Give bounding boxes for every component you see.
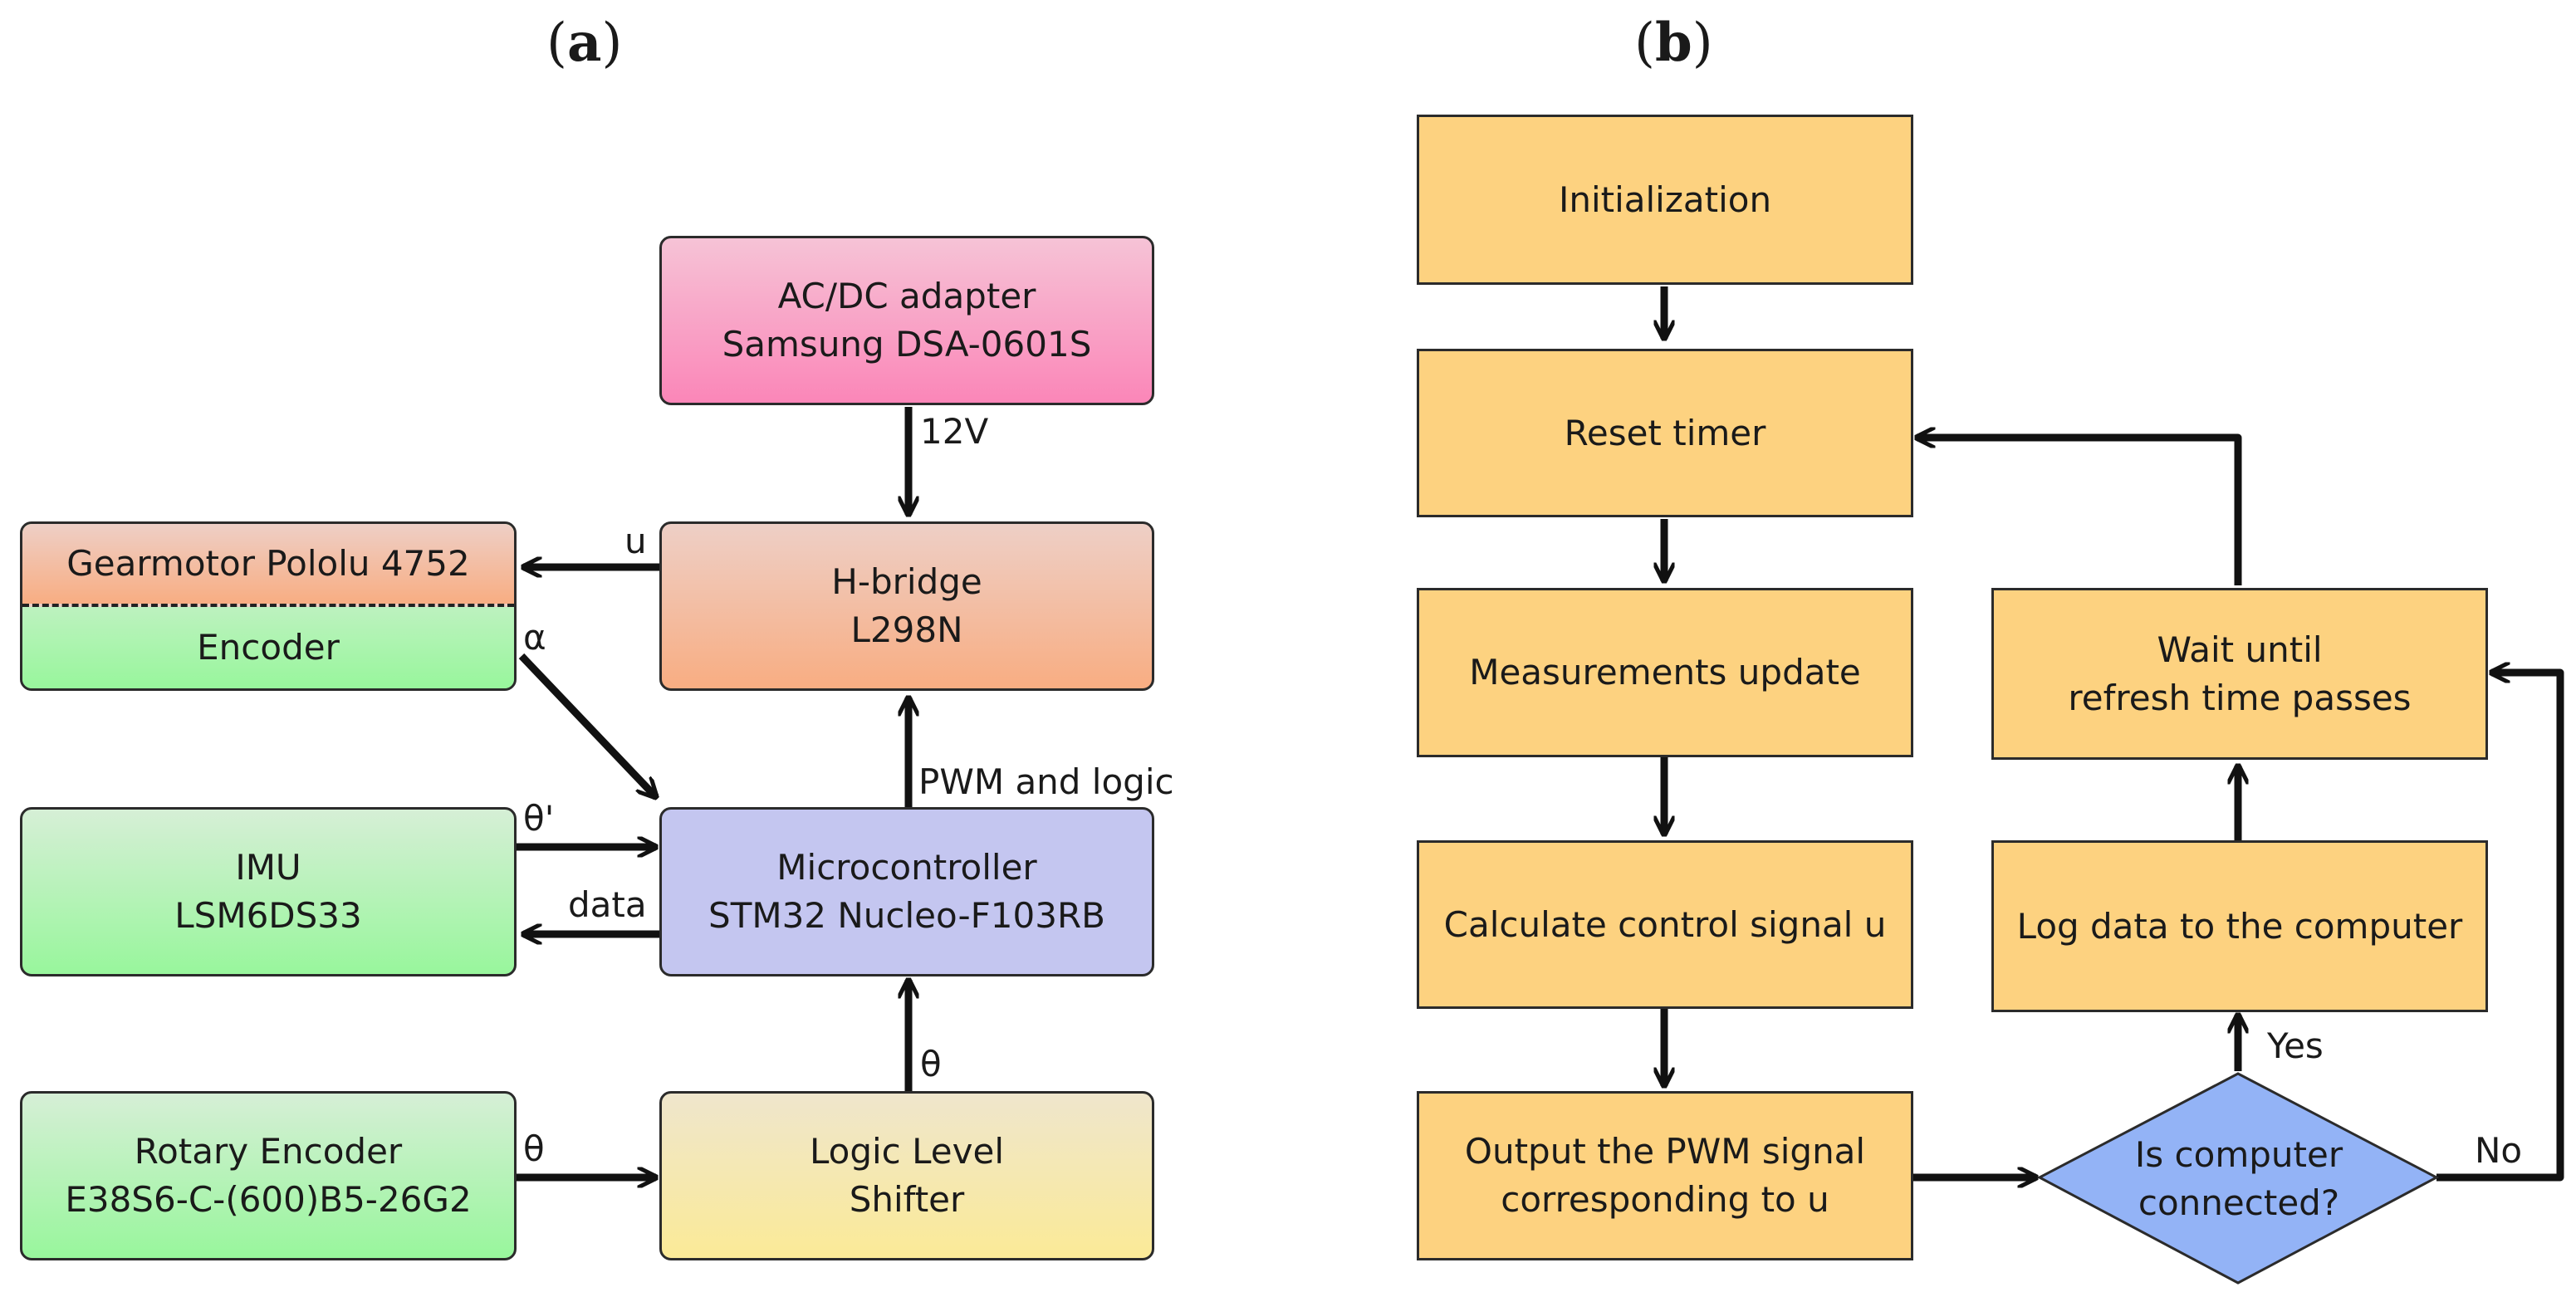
- hbridge-title: H-bridge: [831, 561, 982, 602]
- step-reset-timer: Reset timer: [1417, 349, 1913, 517]
- panel-b-label: (b): [1634, 12, 1713, 74]
- hbridge-block: H-bridge L298N: [659, 521, 1154, 691]
- hbridge-model: L298N: [850, 609, 963, 650]
- step-measurements-update-label: Measurements update: [1469, 652, 1861, 693]
- mcu-block: Microcontroller STM32 Nucleo-F103RB: [659, 807, 1154, 976]
- shifter-title: Logic Level: [810, 1131, 1004, 1172]
- edge-label-u: u: [624, 521, 647, 561]
- step-wait-refresh-line1: Wait until: [2157, 629, 2323, 670]
- decision-line2: connected?: [2138, 1182, 2340, 1223]
- arrow-decision-wait: [2436, 673, 2564, 1182]
- step-initialization-label: Initialization: [1558, 179, 1772, 220]
- edge-label-pwm: PWM and logic: [918, 761, 1174, 802]
- step-wait-refresh-line2: refresh time passes: [2068, 677, 2412, 718]
- mcu-model: STM32 Nucleo-F103RB: [708, 895, 1105, 936]
- imu-block: IMU LSM6DS33: [20, 807, 517, 976]
- level-shifter-block: Logic Level Shifter: [659, 1091, 1154, 1260]
- rotary-title: Rotary Encoder: [134, 1131, 403, 1172]
- step-wait-refresh: Wait until refresh time passes: [1991, 588, 2488, 760]
- gearmotor-section: Gearmotor Pololu 4752: [22, 524, 514, 607]
- step-output-pwm-line2: corresponding to u: [1501, 1179, 1829, 1220]
- adapter-title: AC/DC adapter: [777, 276, 1036, 316]
- edge-label-yes: Yes: [2267, 1025, 2324, 1066]
- edge-label-no: No: [2475, 1130, 2523, 1171]
- encoder-section: Encoder: [22, 607, 514, 688]
- shifter-subtitle: Shifter: [849, 1179, 965, 1220]
- edge-label-theta-shifter: θ: [523, 1128, 545, 1169]
- rotary-encoder-block: Rotary Encoder E38S6-C-(600)B5-26G2: [20, 1091, 517, 1260]
- rotary-model: E38S6-C-(600)B5-26G2: [65, 1179, 472, 1220]
- step-reset-timer-label: Reset timer: [1564, 412, 1766, 453]
- encoder-label: Encoder: [197, 627, 340, 668]
- arrow-wait-reset: [1917, 438, 2242, 585]
- arrow-encoder-mcu: [518, 653, 656, 797]
- decision-diamond-shape: [2036, 1072, 2440, 1285]
- edge-label-theta-dot: θ': [523, 798, 555, 839]
- adapter-model: Samsung DSA-0601S: [722, 324, 1092, 365]
- gearmotor-encoder-block: Gearmotor Pololu 4752 Encoder: [20, 521, 517, 691]
- step-calculate-control: Calculate control signal u: [1417, 840, 1913, 1009]
- adapter-block: AC/DC adapter Samsung DSA-0601S: [659, 236, 1154, 405]
- step-output-pwm-line1: Output the PWM signal: [1464, 1131, 1866, 1172]
- step-log-data: Log data to the computer: [1991, 840, 2488, 1012]
- decision-computer-connected: Is computer connected?: [2056, 1113, 2422, 1246]
- step-initialization: Initialization: [1417, 115, 1913, 285]
- panel-a-label: (a): [546, 12, 623, 74]
- step-output-pwm: Output the PWM signal corresponding to u: [1417, 1091, 1913, 1260]
- step-log-data-label: Log data to the computer: [2016, 905, 2463, 947]
- gearmotor-label: Gearmotor Pololu 4752: [66, 543, 470, 584]
- edge-label-data: data: [568, 884, 647, 925]
- decision-line1: Is computer: [2134, 1134, 2343, 1175]
- step-measurements-update: Measurements update: [1417, 588, 1913, 757]
- edge-label-alpha: α: [523, 617, 546, 658]
- imu-title: IMU: [235, 847, 301, 888]
- edge-label-theta-mcu: θ: [920, 1044, 942, 1084]
- imu-model: LSM6DS33: [174, 895, 362, 936]
- mcu-title: Microcontroller: [776, 847, 1037, 888]
- step-calculate-control-label: Calculate control signal u: [1443, 903, 1887, 945]
- edge-label-12v: 12V: [920, 411, 989, 452]
